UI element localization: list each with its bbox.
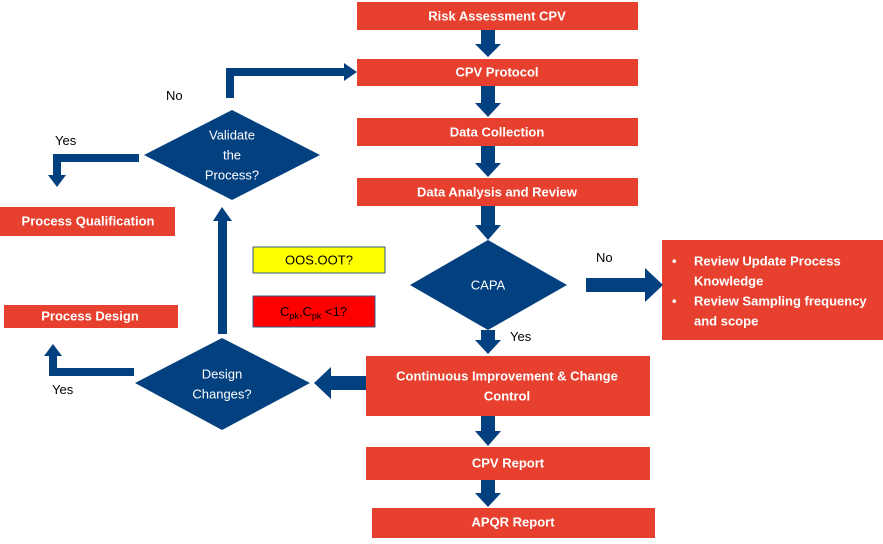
arrow-right-capa-no: [586, 268, 663, 302]
step-label: CPV Report: [472, 455, 545, 470]
arrow-down: [475, 30, 501, 57]
step-apqr-report: APQR Report: [372, 508, 655, 538]
arrow-down: [475, 86, 501, 117]
arrow-validate-no: [226, 63, 357, 98]
step-label: Risk Assessment CPV: [428, 8, 566, 23]
decision-design-changes: Design Changes?: [135, 338, 310, 430]
review-item: Review Update Process: [694, 253, 841, 268]
decision-capa: CAPA: [410, 240, 567, 330]
label-yes: Yes: [510, 329, 532, 344]
bullet: •: [672, 253, 677, 268]
review-item: Review Sampling frequency: [694, 293, 867, 308]
review-item: and scope: [694, 313, 758, 328]
step-process-design: Process Design: [4, 305, 178, 328]
step-label: Process Qualification: [22, 213, 155, 228]
arrow-down: [475, 330, 501, 354]
arrow-down: [475, 416, 501, 446]
decision-label: Validate: [209, 127, 255, 142]
step-label: Continuous Improvement & Change: [396, 368, 618, 383]
arrow-validate-yes: [48, 154, 139, 187]
arrow-design-to-validate: [213, 207, 232, 334]
label-no: No: [166, 88, 183, 103]
arrow-down: [475, 480, 501, 507]
note-cpk: Cpk,Cpk <1?: [252, 295, 376, 328]
decision-validate: Validate the Process?: [144, 110, 320, 200]
note-label: Cpk,Cpk <1?: [280, 304, 347, 321]
step-data-collection: Data Collection: [357, 118, 638, 146]
decision-label: Process?: [205, 167, 259, 182]
step-label: Process Design: [41, 308, 139, 323]
step-cpv-report: CPV Report: [366, 447, 650, 480]
decision-label: the: [223, 147, 241, 162]
arrow-design-yes: [44, 344, 134, 376]
decision-label: Changes?: [192, 386, 251, 401]
step-label: APQR Report: [471, 514, 555, 529]
bullet: •: [672, 293, 677, 308]
review-box: • Review Update Process Knowledge • Revi…: [662, 240, 883, 340]
step-label: Data Analysis and Review: [417, 184, 578, 199]
step-label: Data Collection: [450, 124, 545, 139]
step-label: CPV Protocol: [455, 64, 538, 79]
step-cpv-protocol: CPV Protocol: [357, 59, 638, 86]
note-oos-oot: OOS.OOT?: [252, 246, 386, 274]
label-yes: Yes: [52, 382, 74, 397]
review-item: Knowledge: [694, 273, 763, 288]
step-label: Control: [484, 388, 530, 403]
label-no: No: [596, 250, 613, 265]
step-process-qualification: Process Qualification: [0, 207, 175, 236]
step-data-analysis: Data Analysis and Review: [357, 178, 638, 206]
step-continuous-improvement: Continuous Improvement & Change Control: [366, 356, 650, 416]
arrow-down: [475, 146, 501, 177]
decision-label: Design: [202, 366, 242, 381]
note-label: OOS.OOT?: [285, 252, 353, 267]
arrow-ci-to-design: [314, 367, 366, 399]
label-yes: Yes: [55, 133, 77, 148]
arrow-down: [475, 206, 501, 240]
decision-label: CAPA: [471, 277, 506, 292]
step-risk-assessment: Risk Assessment CPV: [357, 2, 638, 30]
